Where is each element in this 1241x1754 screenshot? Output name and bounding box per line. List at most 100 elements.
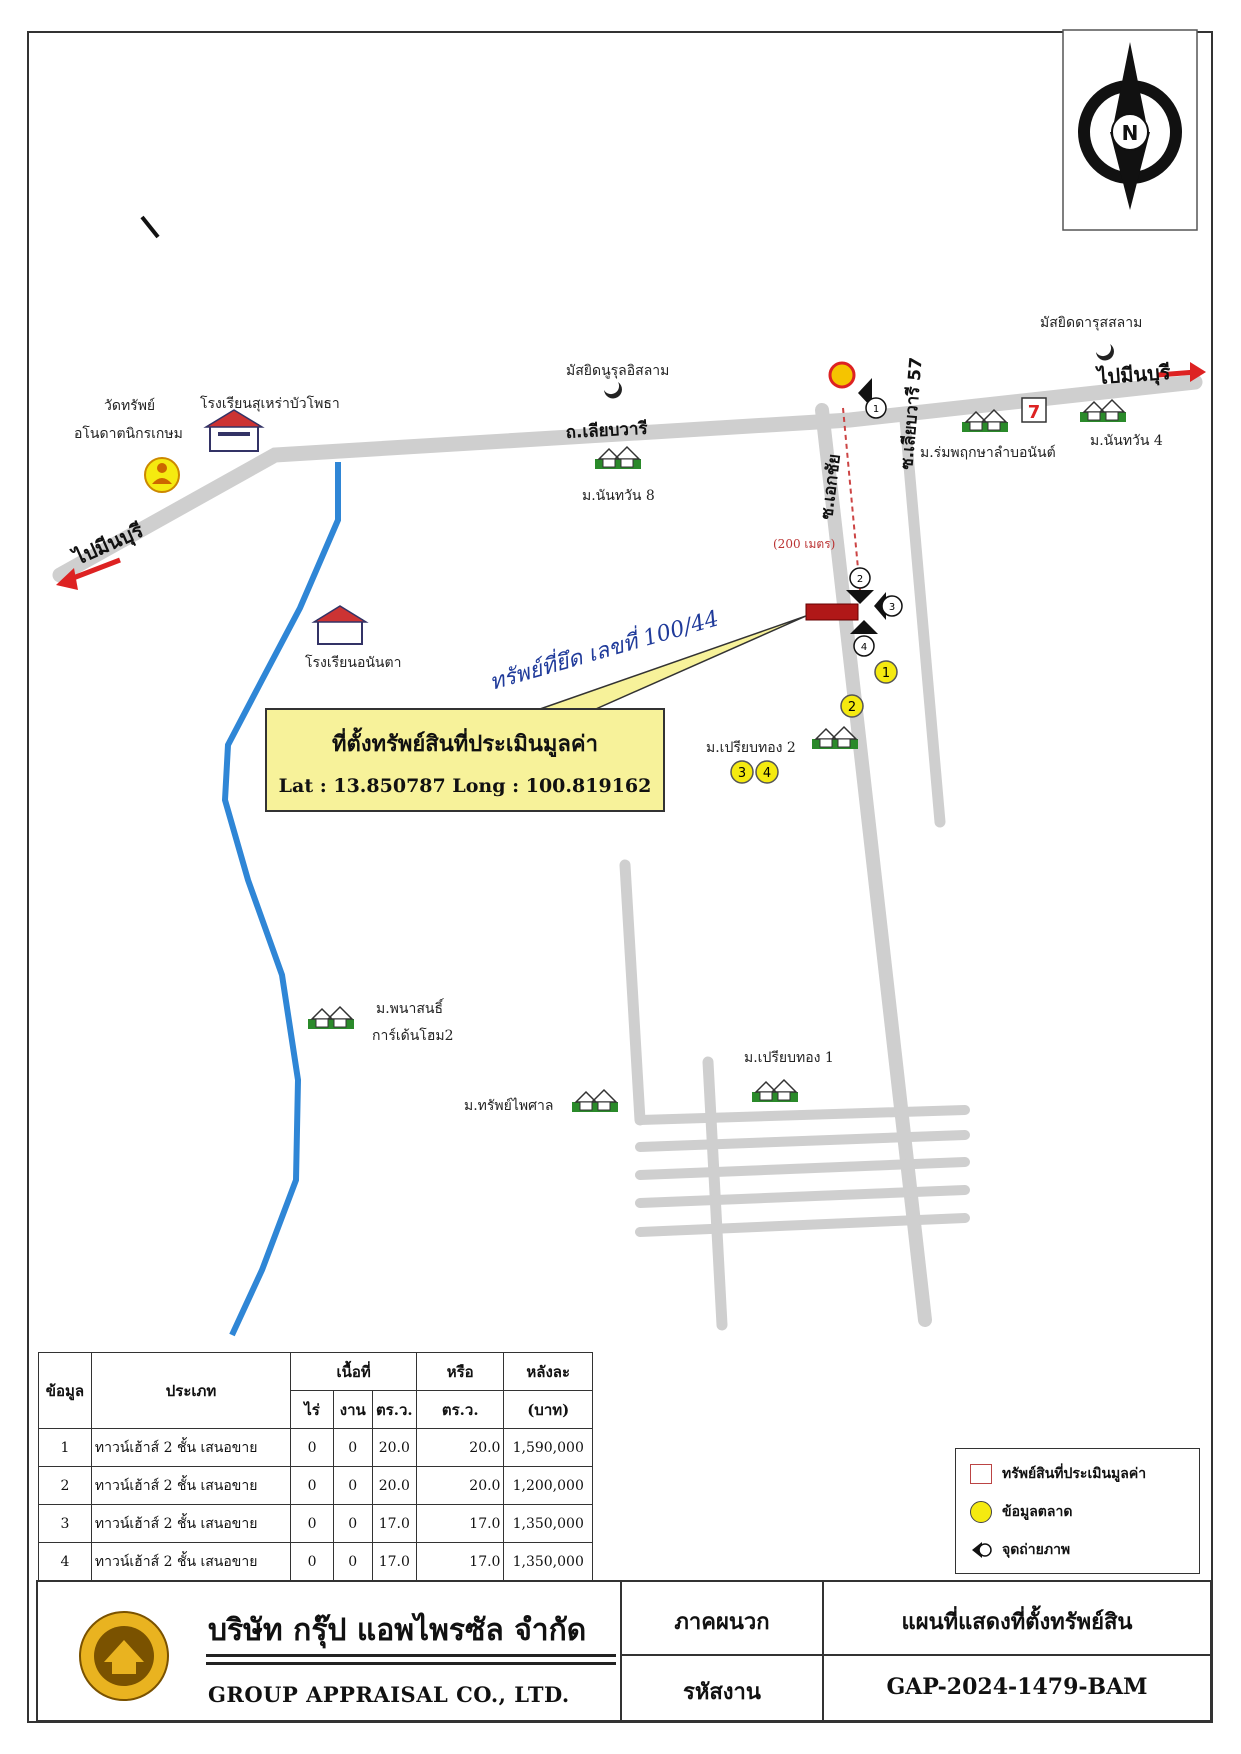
village-3-label: ม.นันทวัน 4	[1090, 433, 1163, 449]
village-icon-6	[752, 1078, 798, 1102]
footer-divider	[620, 1582, 622, 1720]
header-area: เนื้อที่	[290, 1352, 417, 1391]
camera-point-3-label: 3	[889, 602, 895, 613]
gas-station-icon	[828, 361, 856, 389]
market-point-3: 3	[730, 760, 754, 784]
header-ngan: งาน	[332, 1390, 373, 1429]
camera-point-2-label: 2	[857, 574, 863, 585]
legend-market-label: ข้อมูลตลาด	[1002, 1504, 1073, 1520]
cell-ngan: 0	[332, 1466, 373, 1505]
cell-wa: 20.0	[371, 1428, 417, 1467]
temple-label: วัดทรัพย์	[104, 397, 155, 414]
market-point-2: 2	[840, 694, 864, 718]
map-legend: ทรัพย์สินที่ประเมินมูลค่า ข้อมูลตลาด จุด…	[955, 1448, 1200, 1574]
cell-price: 1,350,000	[503, 1504, 593, 1543]
stray-mark	[140, 215, 160, 239]
distance-label: (200 เมตร)	[773, 537, 835, 551]
table-row: 3 ทาวน์เฮ้าส์ 2 ชั้น เสนอขาย 0 0 17.0 17…	[38, 1504, 593, 1543]
market-point-1-label: 1	[882, 666, 890, 681]
cell-rai: 0	[290, 1466, 334, 1505]
code-label: รหัสงาน	[683, 1679, 761, 1705]
cell-total: 17.0	[415, 1504, 505, 1543]
svg-text:7: 7	[1028, 402, 1041, 423]
cell-total: 20.0	[415, 1428, 505, 1467]
market-point-3-label: 3	[738, 766, 746, 781]
cell-rai: 0	[290, 1542, 334, 1581]
table-row: 4 ทาวน์เฮ้าส์ 2 ชั้น เสนอขาย 0 0 17.0 17…	[38, 1542, 593, 1581]
village-5-label: ม.พนาสนธิ์	[376, 998, 445, 1017]
callout-title: ที่ตั้งทรัพย์สินที่ประเมินมูลค่า	[332, 731, 598, 757]
cell-no: 1	[38, 1428, 92, 1467]
village-7-label: ม.ทรัพย์ไพศาล	[464, 1097, 553, 1114]
page-frame	[27, 31, 1213, 1723]
cell-price: 1,200,000	[503, 1466, 593, 1505]
callout-coords: Lat : 13.850787 Long : 100.819162	[278, 775, 652, 797]
arrow-west-icon	[56, 557, 121, 590]
footer-rule-2	[206, 1662, 616, 1665]
river	[221, 462, 341, 1337]
cell-price: 1,350,000	[503, 1542, 593, 1581]
north-label: N	[1122, 121, 1139, 145]
cell-ngan: 0	[332, 1428, 373, 1467]
cell-ngan: 0	[332, 1504, 373, 1543]
cell-rai: 0	[290, 1428, 334, 1467]
convenience-store-icon: 7	[1021, 397, 1047, 423]
cell-type: ทาวน์เฮ้าส์ 2 ชั้น เสนอขาย	[90, 1504, 292, 1543]
village-5b-label: การ์เด้นโฮม2	[372, 1027, 454, 1044]
cell-wa: 20.0	[371, 1466, 417, 1505]
subject-swatch-icon	[970, 1464, 992, 1484]
mosque-icon-2	[1096, 344, 1114, 361]
camera-point-1-icon: 1	[858, 378, 887, 419]
market-point-1: 1	[874, 660, 898, 684]
temple-label-2: อโนดาตนิกรเกษม	[74, 425, 183, 442]
village-icon-5	[308, 1005, 354, 1029]
cell-ngan: 0	[332, 1542, 373, 1581]
village-6-label: ม.เปรียบทอง 1	[744, 1050, 834, 1066]
access-route	[842, 407, 861, 591]
camera-point-2-icon: 2	[846, 567, 874, 604]
market-point-4-label: 4	[763, 766, 771, 781]
subject-callout: ที่ตั้งทรัพย์สินที่ประเมินมูลค่า Lat : 1…	[265, 708, 665, 812]
road-network	[52, 374, 1203, 1331]
market-points: 1 2 3 4	[730, 660, 898, 784]
school-icon-2	[311, 605, 369, 645]
cell-type: ทาวน์เฮ้าส์ 2 ชั้น เสนอขาย	[90, 1466, 292, 1505]
mosque-1-label: มัสยิดนูรุลอิสลาม	[566, 363, 669, 379]
company-name-th: บริษัท กรุ๊ป แอพไพรซัล จำกัด	[208, 1613, 587, 1648]
footer-rule	[206, 1654, 616, 1657]
camera-icon	[972, 1542, 992, 1558]
temple-icon	[144, 457, 180, 493]
cell-no: 2	[38, 1466, 92, 1505]
cell-total: 20.0	[415, 1466, 505, 1505]
village-4-label: ม.เปรียบทอง 2	[706, 740, 796, 756]
mosque-icon	[604, 382, 622, 399]
village-icon	[595, 445, 641, 469]
legend-row-subject: ทรัพย์สินที่ประเมินมูลค่า	[970, 1461, 1146, 1487]
cell-wa: 17.0	[371, 1542, 417, 1581]
section-label: ภาคผนวก	[674, 1609, 770, 1635]
village-icon-4	[812, 725, 858, 749]
legend-camera-label: จุดถ่ายภาพ	[1002, 1542, 1071, 1558]
school-1-label: โรงเรียนสุเหร่าบัวโพธา	[200, 395, 340, 412]
cell-no: 4	[38, 1542, 92, 1581]
code-value: GAP-2024-1479-BAM	[886, 1674, 1148, 1700]
footer-divider-2	[822, 1582, 824, 1720]
cell-type: ทาวน์เฮ้าส์ 2 ชั้น เสนอขาย	[90, 1542, 292, 1581]
camera-point-4-icon: 4	[850, 620, 878, 657]
header-price-unit: (บาท)	[503, 1390, 593, 1429]
footer-divider-h	[620, 1654, 1210, 1656]
village-1-label: ม.นันทวัน 8	[582, 488, 655, 504]
footer: บริษัท กรุ๊ป แอพไพรซัล จำกัด GROUP APPRA…	[36, 1580, 1212, 1722]
cell-type: ทาวน์เฮ้าส์ 2 ชั้น เสนอขาย	[90, 1428, 292, 1467]
header-type: ประเภท	[90, 1352, 292, 1429]
section-value: แผนที่แสดงที่ตั้งทรัพย์สิน	[901, 1609, 1133, 1635]
legend-row-market: ข้อมูลตลาด	[970, 1499, 1072, 1525]
company-name-en: GROUP APPRAISAL CO., LTD.	[208, 1682, 570, 1707]
school-2-label: โรงเรียนอนันตา	[305, 654, 401, 671]
cell-price: 1,590,000	[503, 1428, 593, 1467]
header-or-unit: ตร.ว.	[415, 1390, 505, 1429]
subject-property-marker	[805, 603, 859, 621]
camera-point-4-label: 4	[861, 642, 867, 653]
company-logo-icon	[79, 1611, 169, 1701]
